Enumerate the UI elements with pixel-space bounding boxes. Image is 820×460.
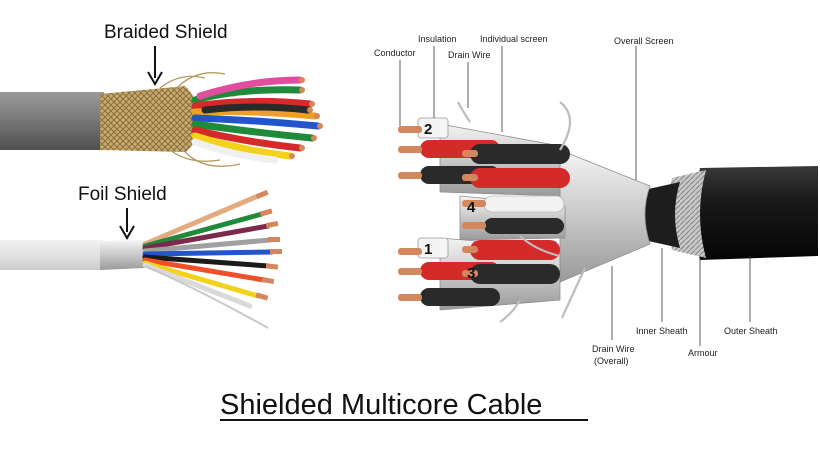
inner-sheath [640,182,680,248]
inner-sheath-label: Inner Sheath [636,326,688,336]
braided-colored-wires [191,76,322,164]
screened-pair [417,117,570,197]
drain-wire-overall-sublabel: (Overall) [594,356,629,366]
foil-arrow [119,208,135,240]
outer-sheath-label: Outer Sheath [724,326,778,336]
armoured-cable: 2 4 1 3 [398,101,818,323]
braided-wire-ends [289,77,323,159]
braided-arrow [147,46,163,86]
screened-pair [459,195,566,241]
foil-wire-ends [255,189,282,301]
armour-label: Armour [688,348,718,358]
drain-wire-label: Drain Wire [448,50,491,60]
conductor-label: Conductor [374,48,416,58]
overall-screen-label: Overall Screen [614,36,674,46]
screened-pair [417,237,561,311]
foil-shield-wrap [100,240,150,270]
foil-drain-wire [144,265,269,329]
braided-shield-label: Braided Shield [104,22,228,43]
foil-colored-wires [142,193,275,309]
foil-shield-label: Foil Shield [78,184,167,205]
braided-cable-jacket [0,92,104,150]
leader-lines [399,46,751,346]
braided-cable [0,72,323,167]
conductor-tips [398,126,486,301]
braided-shield-mesh [100,86,197,152]
pair-number-4: 4 [467,199,476,216]
drain-wire-overall-label: Drain Wire [592,344,635,354]
insulation-label: Insulation [418,34,457,44]
page-title: Shielded Multicore Cable [220,389,542,421]
pair-number-2: 2 [424,121,432,138]
overall-screen [559,149,651,283]
drain-wires [457,101,586,323]
pair-number-1: 1 [424,241,432,258]
foil-cable-jacket [0,240,104,270]
outer-sheath [695,166,818,260]
armour-layer [668,170,706,258]
pair-number-3: 3 [467,265,475,282]
individual-screen-label: Individual screen [480,34,548,44]
foil-cable [0,189,282,329]
